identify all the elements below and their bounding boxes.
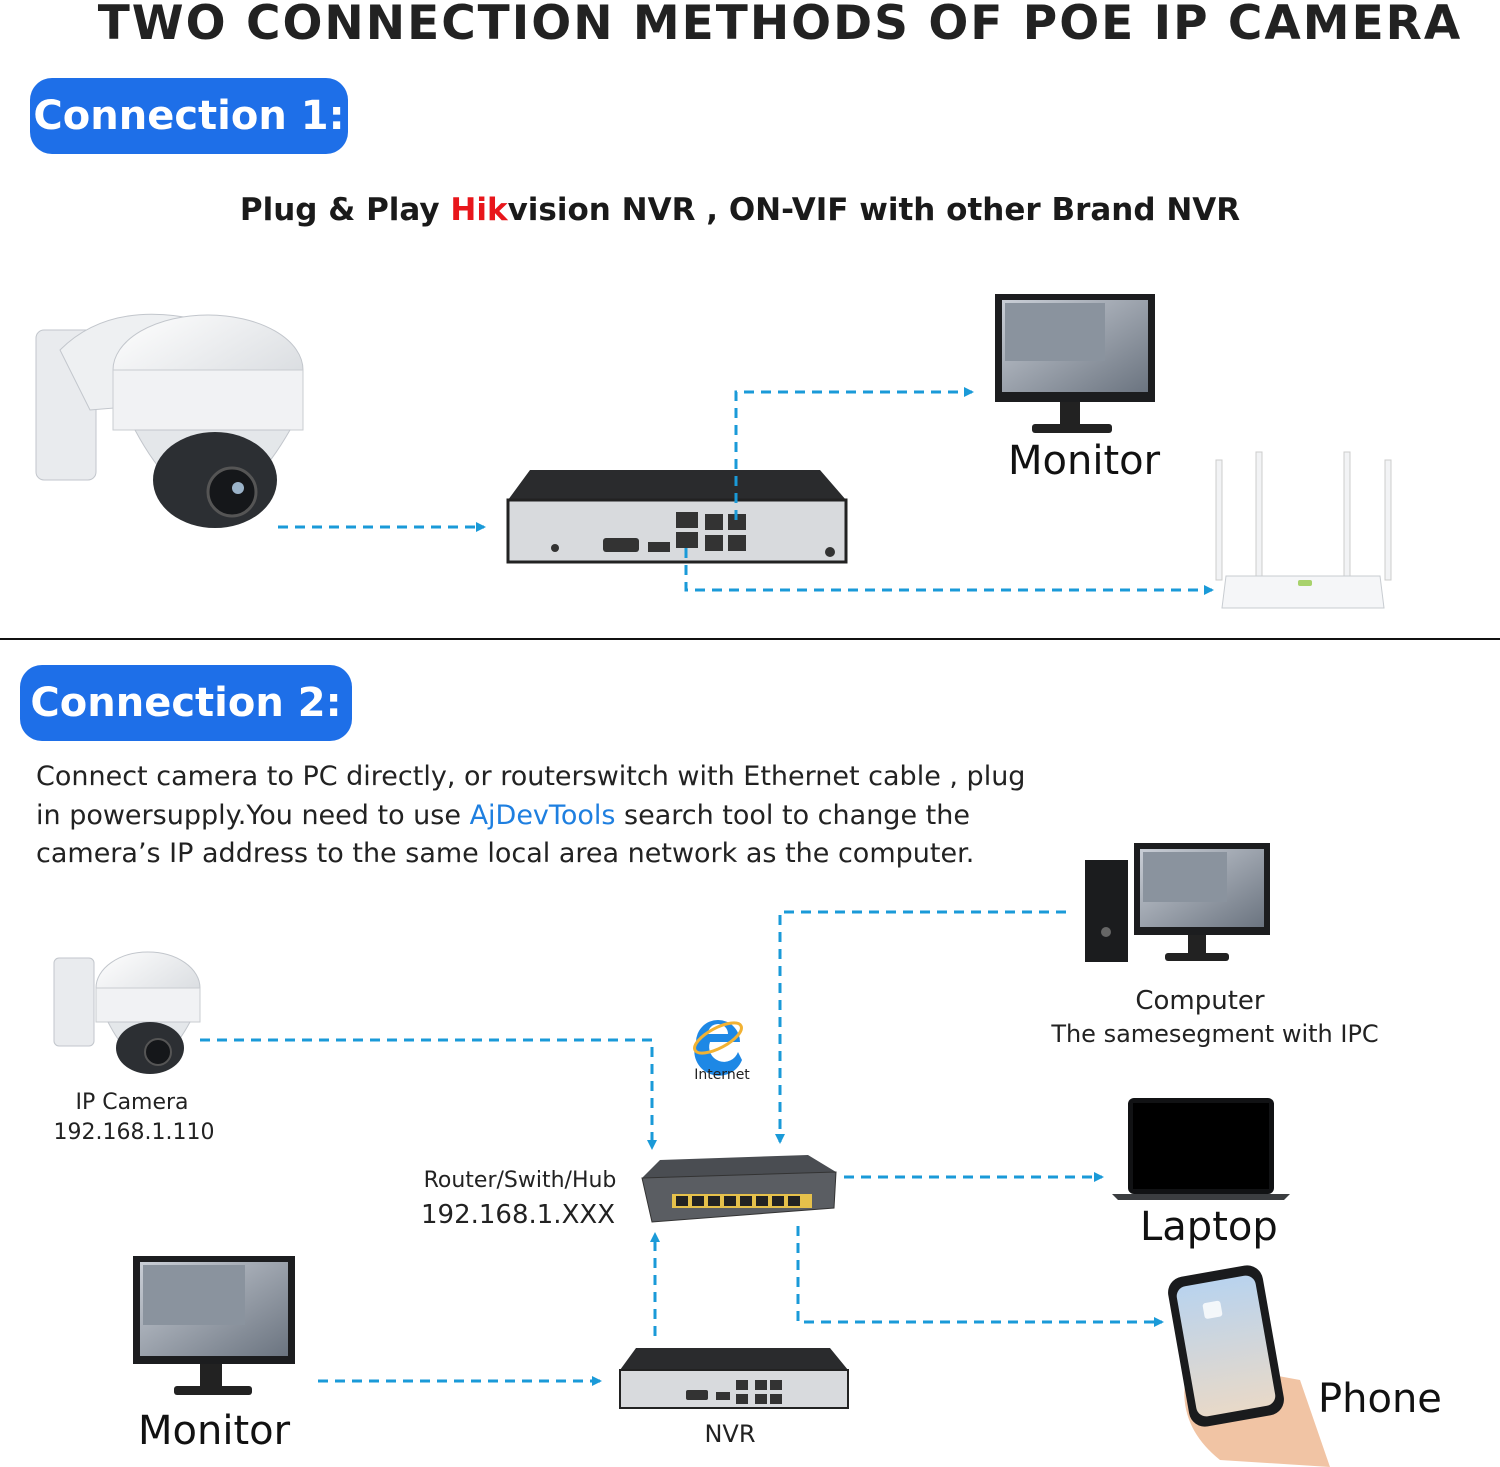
- ip-camera-label: IP Camera: [75, 1090, 189, 1115]
- switch-address: 192.168.1.XXX: [420, 1200, 616, 1230]
- monitor-2: [133, 1256, 295, 1395]
- connection1-badge: Connection 1:: [30, 78, 348, 154]
- switch-to-phone-line: [796, 1226, 1164, 1327]
- desc-line-2-post: search tool to change the: [615, 799, 970, 831]
- subtitle-brand-red: Hik: [450, 192, 508, 228]
- computer-to-switch-line: [775, 910, 1066, 1144]
- laptop-label: Laptop: [1140, 1204, 1278, 1250]
- router: [1215, 451, 1392, 609]
- monitor2-label: Monitor: [138, 1408, 291, 1454]
- ip-camera-1: [35, 313, 304, 528]
- section-divider: [0, 638, 1500, 640]
- desc-line-2: in powersupply.You need to use AjDevTool…: [36, 797, 1056, 836]
- page-title: TWO CONNECTION METHODS OF POE IP CAMERA: [97, 0, 1463, 51]
- connection1-subtitle: Plug & Play Hikvision NVR , ON-VIF with …: [0, 192, 1480, 228]
- nvr-2: [619, 1348, 849, 1409]
- connection2-badge: Connection 2:: [20, 665, 352, 741]
- laptop: [1112, 1098, 1290, 1200]
- computer: [1085, 843, 1270, 962]
- switch-label: Router/Swith/Hub: [423, 1168, 617, 1193]
- nvr-1: [506, 470, 848, 564]
- subtitle-prefix: Plug & Play: [239, 192, 451, 228]
- nvr-to-monitor-line: [734, 387, 974, 520]
- ip-camera-2: [53, 951, 201, 1074]
- desc-line-2-pre: in powersupply.You need to use: [36, 799, 470, 831]
- computer-label: Computer: [1135, 986, 1265, 1016]
- connection2-description: Connect camera to PC directly, or router…: [36, 758, 1056, 874]
- nvr-to-router-line: [684, 548, 1214, 595]
- internet-icon: [693, 1020, 743, 1076]
- phone-in-hand: [1168, 1265, 1330, 1467]
- desc-line-3: camera’s IP address to the same local ar…: [36, 838, 975, 869]
- nvr-label: NVR: [704, 1420, 756, 1448]
- ip-camera-address: 192.168.1.110: [53, 1120, 215, 1145]
- camera-to-switch-line: [200, 1038, 657, 1150]
- computer-sublabel: The samesegment with IPC: [1051, 1020, 1379, 1048]
- subtitle-suffix: vision NVR , ON-VIF with other Brand NVR: [507, 192, 1241, 228]
- internet-label: Internet: [694, 1067, 750, 1083]
- desc-line-1: Connect camera to PC directly, or router…: [36, 761, 1026, 792]
- network-switch: [641, 1155, 837, 1223]
- ajdevtools-link[interactable]: AjDevTools: [469, 799, 616, 831]
- monitor-1: [995, 294, 1155, 433]
- phone-label: Phone: [1318, 1376, 1442, 1422]
- monitor1-label: Monitor: [1008, 438, 1161, 484]
